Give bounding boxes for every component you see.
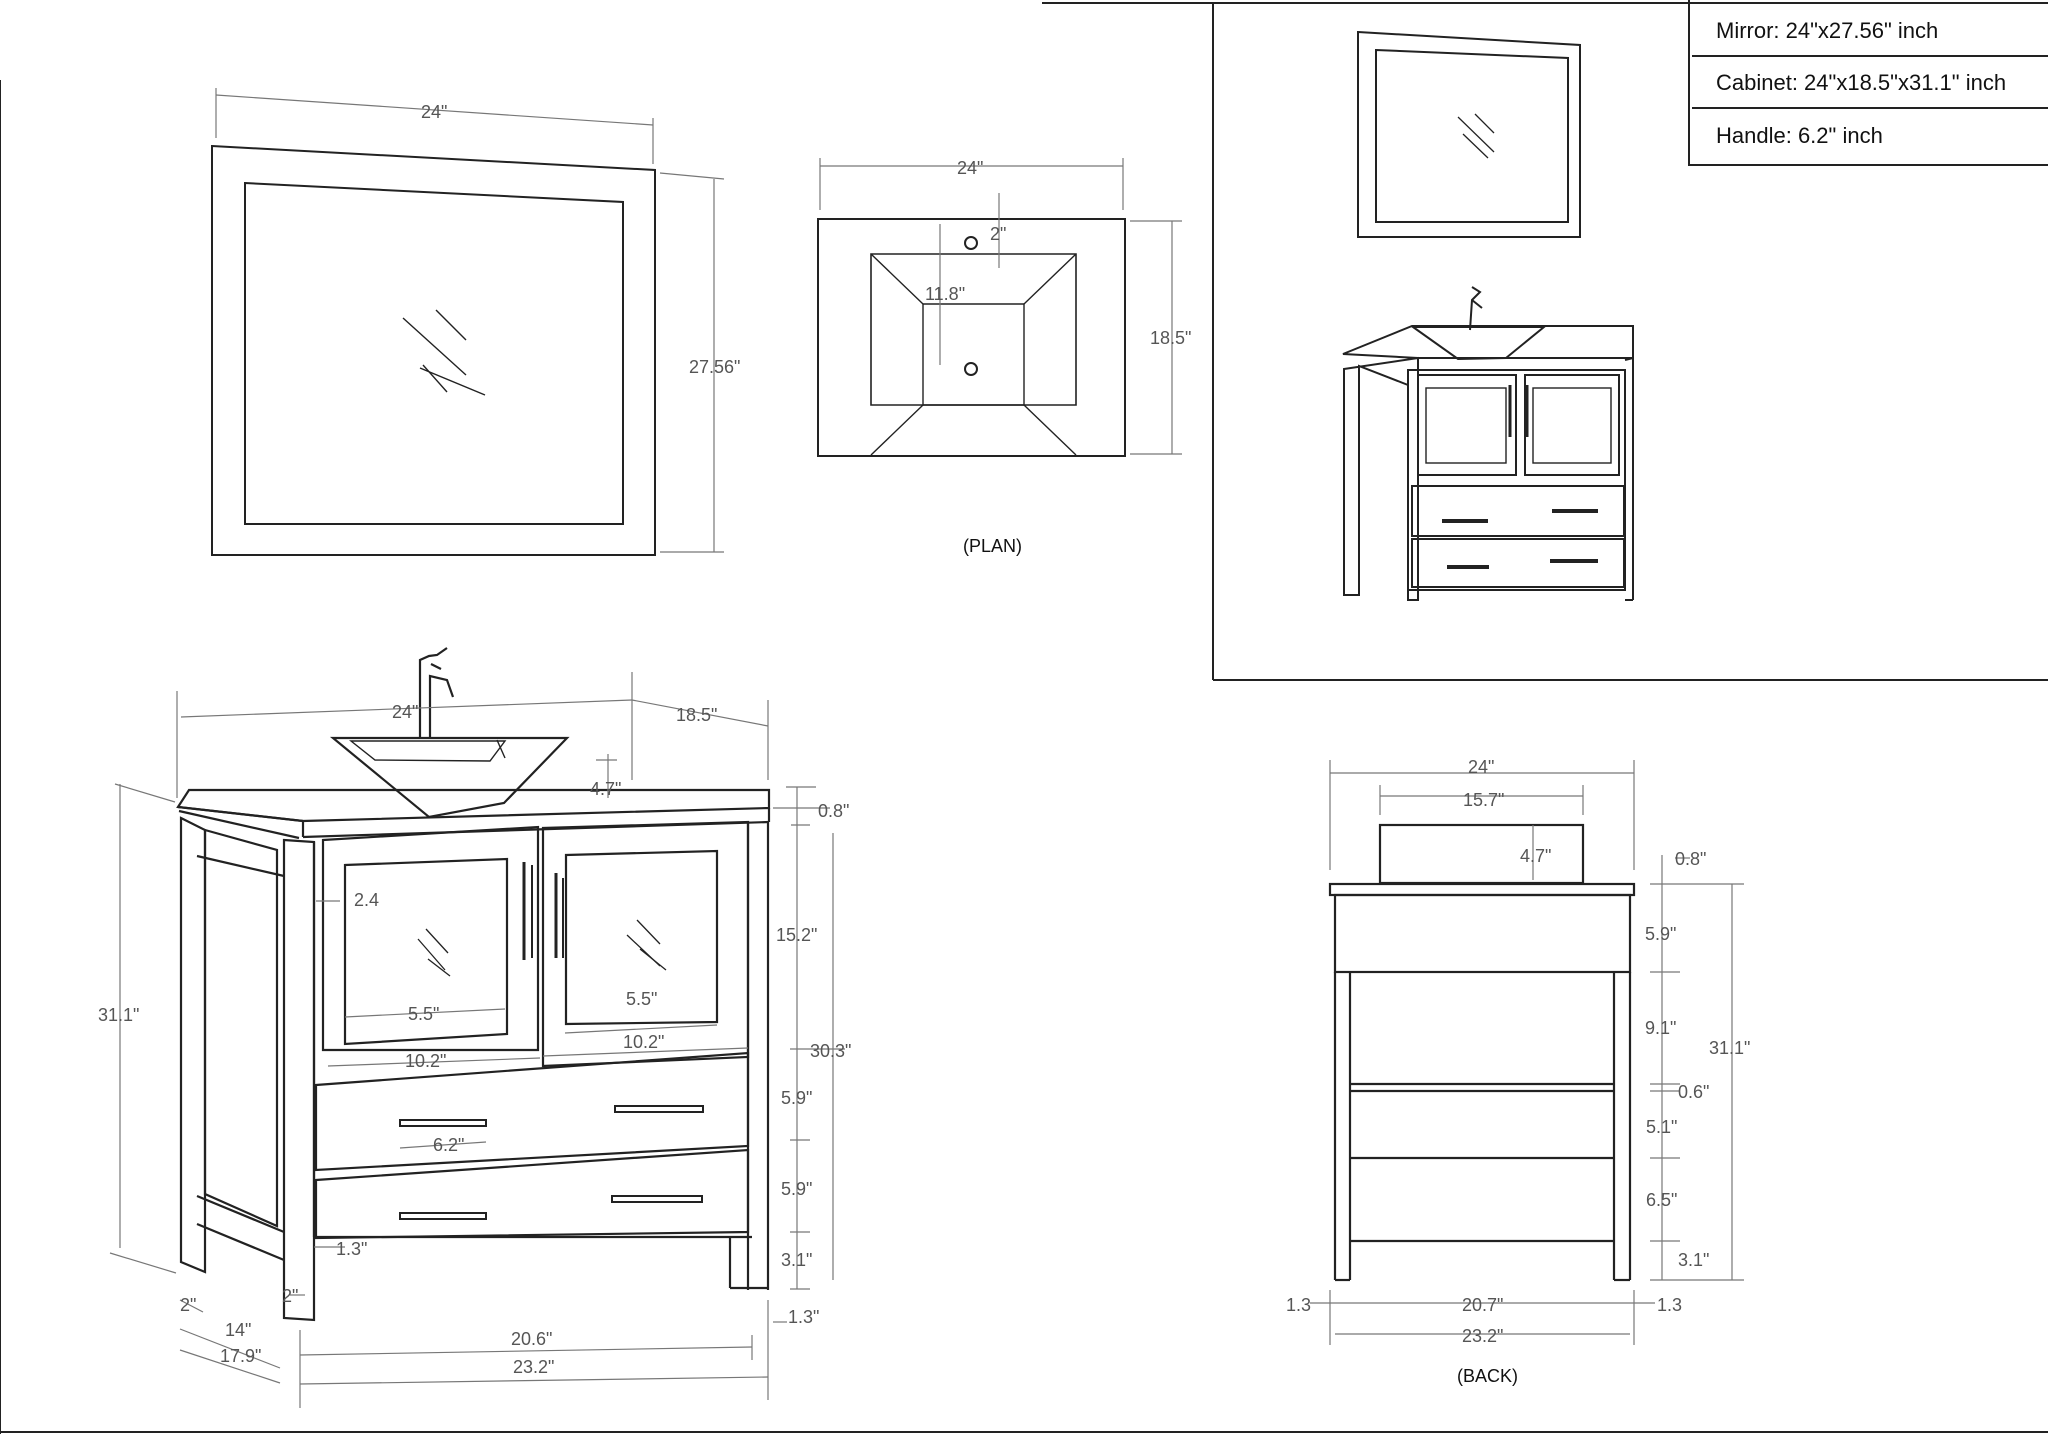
front-glass-left-label: 5.5" [408, 1004, 439, 1024]
plan-caption: (PLAN) [963, 536, 1023, 556]
back-sink-height-label: 4.7" [1520, 846, 1551, 866]
inset-vanity [1342, 286, 1634, 601]
back-vanity [1328, 823, 1636, 1282]
front-door-left-width-label: 10.2" [405, 1051, 446, 1071]
back-inner-width-label: 20.7" [1462, 1295, 1503, 1315]
plan-depth-label: 18.5" [1150, 328, 1191, 348]
back-total-height-label: 31.1" [1709, 1038, 1750, 1058]
front-top-thick-label: 0.8" [818, 801, 849, 821]
back-dimensions [1310, 760, 1744, 1345]
plan-width-label: 24" [957, 158, 983, 178]
back-caption: (BACK) [1457, 1366, 1519, 1386]
back-panel-label: 5.1" [1646, 1117, 1677, 1137]
plan-basin-label: 11.8" [925, 284, 965, 304]
front-toe-label: 3.1" [781, 1250, 812, 1270]
front-door-right-width-label: 10.2" [623, 1032, 664, 1052]
front-leg-width-label: 2" [282, 1286, 298, 1306]
front-door-height-label: 15.2" [776, 925, 817, 945]
front-dimensions [109, 672, 845, 1408]
front-total-height-label: 31.1" [98, 1005, 139, 1025]
plan-dimensions [819, 158, 1182, 455]
back-shelf-label: 0.6" [1678, 1082, 1709, 1102]
front-leg-side-label: 2" [180, 1295, 196, 1315]
front-door-glass-marks [417, 919, 667, 977]
back-apron-label: 5.9" [1645, 924, 1676, 944]
back-sink-width-label: 15.7" [1463, 790, 1504, 810]
back-toe-label: 3.1" [1678, 1250, 1709, 1270]
front-body-height-label: 30.3" [810, 1041, 851, 1061]
front-drawer2-label: 5.9" [781, 1179, 812, 1199]
plan-hole-offset-label: 2" [990, 224, 1006, 244]
spec-mirror: Mirror: 24"x27.56" inch [1692, 6, 2048, 57]
front-leg-gap-label: 1.3" [336, 1239, 367, 1259]
mirror-elevation [211, 144, 656, 556]
spec-cabinet: Cabinet: 24"x18.5"x31.1" inch [1692, 58, 2048, 109]
back-top-width-label: 24" [1468, 757, 1494, 777]
front-outer-width-label: 23.2" [513, 1357, 554, 1377]
front-door-margin-label: 2.4 [354, 890, 379, 910]
mirror-dimensions [215, 88, 725, 553]
front-glass-right-label: 5.5" [626, 989, 657, 1009]
spec-handle: Handle: 6.2" inch [1716, 122, 1883, 148]
back-open-gap-label: 9.1" [1645, 1018, 1676, 1038]
front-top-depth-label: 18.5" [676, 705, 717, 725]
front-side-outer-label: 17.9" [220, 1346, 261, 1366]
inset-mirror [1357, 30, 1581, 238]
front-sink-height-label: 4.7" [590, 779, 621, 799]
mirror-width-label: 24" [421, 102, 447, 122]
back-leg-left-label: 1.3 [1286, 1295, 1311, 1315]
countertop-plan [817, 218, 1126, 457]
front-top-width-label: 24" [392, 702, 418, 722]
front-vanity [176, 647, 771, 1322]
front-handle-label: 6.2" [433, 1135, 464, 1155]
back-lower-label: 6.5" [1646, 1190, 1677, 1210]
back-leg-right-label: 1.3 [1657, 1295, 1682, 1315]
mirror-height-label: 27.56" [689, 357, 740, 377]
back-outer-width-label: 23.2" [1462, 1326, 1503, 1346]
front-drawer1-label: 5.9" [781, 1088, 812, 1108]
front-right-leg-label: 1.3" [788, 1307, 819, 1327]
front-side-inner-label: 14" [225, 1320, 251, 1340]
spec-table: Mirror: 24"x27.56" inch Cabinet: 24"x18.… [1688, 0, 2048, 166]
front-inner-width-label: 20.6" [511, 1329, 552, 1349]
back-top-thick-label: 0.8" [1675, 849, 1706, 869]
